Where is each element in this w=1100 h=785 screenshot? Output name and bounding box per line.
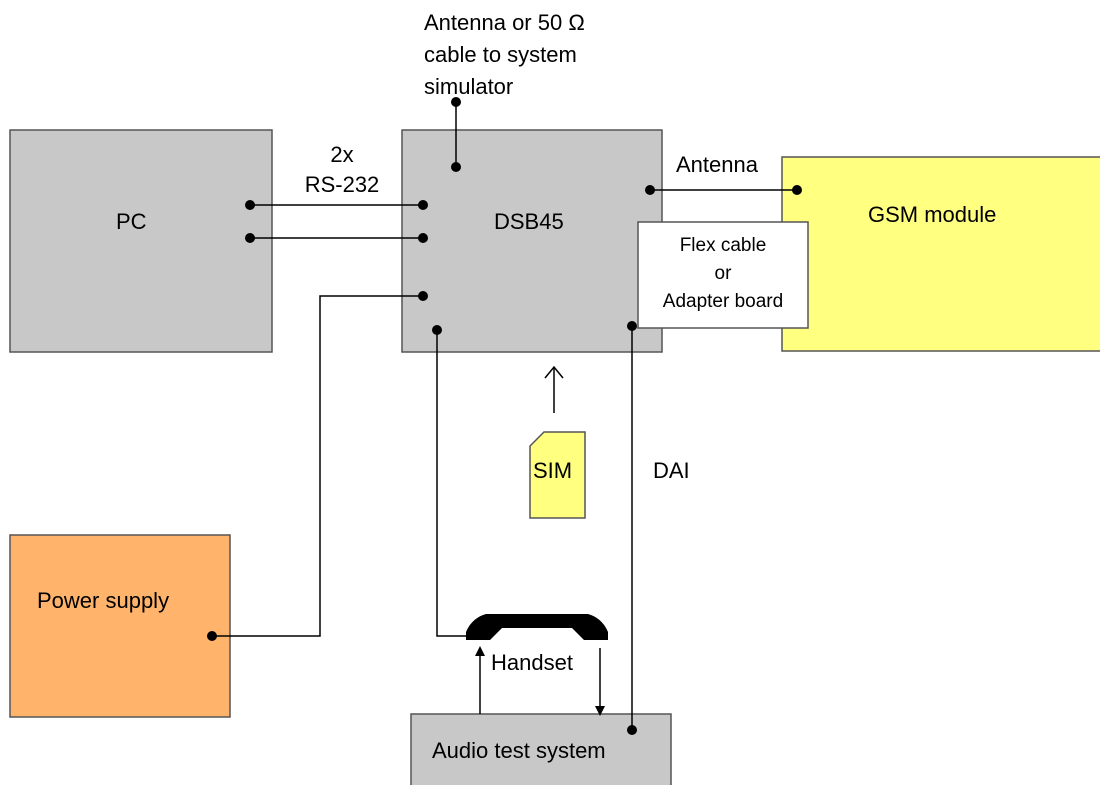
handset-label: Handset [491,650,573,675]
arrow-down-icon [595,706,605,716]
dsb45-box [401,129,663,353]
telephone-handset-icon [466,614,608,640]
gsm-module-box [781,156,1100,352]
handset-line [436,330,470,637]
dot-dsb-handset [432,325,442,335]
antenna-sim-label-2: cable to system [424,42,577,67]
flex-cable-label-2: or [715,263,733,284]
flex-cable-label-3: Adapter board [663,291,783,312]
pc-label: PC [116,209,147,234]
rs232-label-1: 2x [330,142,353,167]
dsb45-label: DSB45 [494,209,564,234]
audio-test-system-box [410,713,672,785]
dot-antenna-sim-top [451,97,461,107]
rs232-label-2: RS-232 [305,172,380,197]
dot-dsb-2 [418,233,428,243]
dot-power [207,631,217,641]
dai-label: DAI [653,458,690,483]
dot-dsb-antenna [645,185,655,195]
dot-pc-2 [245,233,255,243]
antenna-sim-label-3: simulator [424,74,513,99]
power-line [212,295,423,637]
dot-dsb-1 [418,200,428,210]
arrow-up-icon [475,646,485,656]
dot-pc-1 [245,200,255,210]
dot-gsm-antenna [792,185,802,195]
sim-label: SIM [533,458,572,483]
power-supply-box [9,534,231,718]
power-supply-label: Power supply [37,588,169,613]
dot-dsb-dai [627,321,637,331]
dot-dsb-3 [418,291,428,301]
sim-card [529,431,586,519]
antenna-sim-label-1: Antenna or 50 Ω [424,10,585,35]
dot-audio-dai [627,725,637,735]
audio-test-system-label: Audio test system [432,738,606,763]
pc-box [9,129,273,353]
flex-cable-label-1: Flex cable [680,235,767,256]
flex-cable-box [637,221,809,329]
antenna-label: Antenna [676,152,759,177]
sim-arrow-icon [544,365,564,379]
gsm-module-label: GSM module [868,202,996,227]
dot-dsb-antenna-sim [451,162,461,172]
